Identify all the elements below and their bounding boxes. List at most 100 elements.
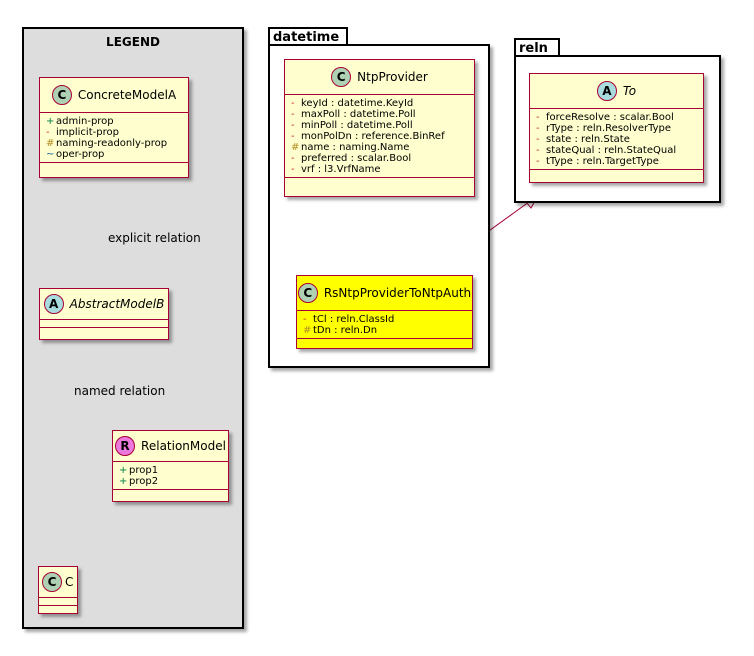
attribute-text: tDn : reln.Dn <box>313 325 378 336</box>
to-methods <box>530 170 703 178</box>
rs-ntp-provider-header: C RsNtpProviderToNtpAuth <box>297 276 472 311</box>
attribute-row: -tCl : reln.ClassId <box>303 314 466 325</box>
attribute-row: -vrf : l3.VrfName <box>291 164 468 175</box>
attribute-row: #tDn : reln.Dn <box>303 325 466 336</box>
c-name: C <box>65 575 74 589</box>
c-class[interactable]: C C <box>38 566 78 614</box>
rs-ntp-provider-methods <box>297 339 472 347</box>
relation-model-header: R RelationModel <box>113 431 228 462</box>
abstract-badge-icon: A <box>43 294 64 314</box>
class-badge-icon: C <box>297 283 318 303</box>
attribute-text: stateQual : reln.StateQual <box>546 145 677 156</box>
concrete-model-a-class[interactable]: C ConcreteModelA +admin-prop -implicit-p… <box>39 77 189 178</box>
c-attributes <box>39 598 77 606</box>
protected-visibility-icon: # <box>291 141 300 153</box>
attribute-text: implicit-prop <box>56 127 119 138</box>
protected-visibility-icon: # <box>303 324 312 336</box>
relation-badge-icon: R <box>115 436 136 456</box>
attribute-row: #name : naming.Name <box>291 142 468 153</box>
private-visibility-icon: - <box>291 163 295 175</box>
ntp-provider-attributes: -keyId : datetime.KeyId -maxPoll : datet… <box>285 95 474 178</box>
private-visibility-icon: - <box>291 119 295 131</box>
attribute-row: -state : reln.State <box>536 134 697 145</box>
concrete-model-a-attributes: +admin-prop -implicit-prop #naming-reado… <box>40 113 188 163</box>
abstract-model-b-header: A AbstractModelB <box>40 289 168 320</box>
rs-ntp-provider-name: RsNtpProviderToNtpAuth <box>323 286 472 300</box>
abstract-model-b-class[interactable]: A AbstractModelB <box>39 288 169 340</box>
attribute-row: -keyId : datetime.KeyId <box>291 98 468 109</box>
attribute-row: -implicit-prop <box>46 127 182 138</box>
attribute-text: rType : reln.ResolverType <box>546 123 672 134</box>
attribute-text: vrf : l3.VrfName <box>301 164 381 175</box>
to-class[interactable]: A To -forceResolve : scalar.Bool -rType … <box>529 73 704 183</box>
attribute-row: -stateQual : reln.StateQual <box>536 145 697 156</box>
attribute-row: -forceResolve : scalar.Bool <box>536 112 697 123</box>
ntp-provider-header: C NtpProvider <box>285 60 474 95</box>
concrete-model-a-name: ConcreteModelA <box>77 88 177 102</box>
attribute-text: oper-prop <box>56 149 105 160</box>
attribute-text: monPolDn : reference.BinRef <box>301 131 445 142</box>
private-visibility-icon: - <box>291 97 295 109</box>
legend-title: LEGEND <box>106 35 160 49</box>
concrete-model-a-methods <box>40 163 188 171</box>
public-visibility-icon: + <box>46 115 55 127</box>
private-visibility-icon: - <box>536 155 540 167</box>
attribute-text: forceResolve : scalar.Bool <box>546 112 674 123</box>
attribute-text: prop1 <box>129 465 159 476</box>
class-badge-icon: C <box>51 85 72 105</box>
private-visibility-icon: - <box>291 152 295 164</box>
explicit-relation-label: explicit relation <box>108 231 201 245</box>
concrete-model-a-header: C ConcreteModelA <box>40 78 188 113</box>
ntp-provider-methods <box>285 178 474 186</box>
attribute-row: +admin-prop <box>46 116 182 127</box>
private-visibility-icon: - <box>291 130 295 142</box>
attribute-text: tType : reln.TargetType <box>546 156 659 167</box>
public-visibility-icon: + <box>119 475 128 487</box>
private-visibility-icon: - <box>536 133 540 145</box>
named-relation-label: named relation <box>74 384 166 398</box>
attribute-row: -monPolDn : reference.BinRef <box>291 131 468 142</box>
attribute-row: -tType : reln.TargetType <box>536 156 697 167</box>
private-visibility-icon: - <box>536 111 540 123</box>
attribute-row: -maxPoll : datetime.Poll <box>291 109 468 120</box>
relation-model-class[interactable]: R RelationModel +prop1 +prop2 <box>112 430 229 502</box>
attribute-row: +prop2 <box>119 476 222 487</box>
private-visibility-icon: - <box>46 126 50 138</box>
attribute-row: -preferred : scalar.Bool <box>291 153 468 164</box>
attribute-text: naming-readonly-prop <box>56 138 168 149</box>
abstract-badge-icon: A <box>596 81 617 101</box>
attribute-row: ~oper-prop <box>46 149 182 160</box>
abstract-model-b-attributes <box>40 320 168 328</box>
to-attributes: -forceResolve : scalar.Bool -rType : rel… <box>530 109 703 170</box>
attribute-text: state : reln.State <box>546 134 630 145</box>
datetime-package-tab[interactable]: datetime <box>268 27 348 45</box>
c-header: C C <box>39 567 77 598</box>
private-visibility-icon: - <box>303 313 307 325</box>
relation-model-methods <box>113 490 228 498</box>
abstract-model-b-name: AbstractModelB <box>69 297 165 311</box>
relation-model-name: RelationModel <box>141 439 226 453</box>
attribute-text: prop2 <box>129 476 159 487</box>
ntp-provider-name: NtpProvider <box>357 70 428 84</box>
private-visibility-icon: - <box>536 144 540 156</box>
attribute-text: tCl : reln.ClassId <box>313 314 395 325</box>
attribute-text: preferred : scalar.Bool <box>301 153 412 164</box>
public-visibility-icon: + <box>119 464 128 476</box>
attribute-text: maxPoll : datetime.Poll <box>301 109 416 120</box>
private-visibility-icon: - <box>291 108 295 120</box>
rs-ntp-provider-to-ntp-auth-class[interactable]: C RsNtpProviderToNtpAuth -tCl : reln.Cla… <box>296 275 473 349</box>
ntp-provider-class[interactable]: C NtpProvider -keyId : datetime.KeyId -m… <box>284 59 475 197</box>
attribute-text: keyId : datetime.KeyId <box>301 98 414 109</box>
attribute-row: -minPoll : datetime.Poll <box>291 120 468 131</box>
relation-model-attributes: +prop1 +prop2 <box>113 462 228 490</box>
class-badge-icon: C <box>42 572 62 592</box>
attribute-row: #naming-readonly-prop <box>46 138 182 149</box>
reln-package-tab[interactable]: reln <box>514 38 560 56</box>
rs-ntp-provider-attributes: -tCl : reln.ClassId #tDn : reln.Dn <box>297 311 472 339</box>
attribute-text: minPoll : datetime.Poll <box>301 120 413 131</box>
attribute-row: +prop1 <box>119 465 222 476</box>
to-header: A To <box>530 74 703 109</box>
package-visibility-icon: ~ <box>46 148 55 160</box>
class-badge-icon: C <box>331 67 352 87</box>
